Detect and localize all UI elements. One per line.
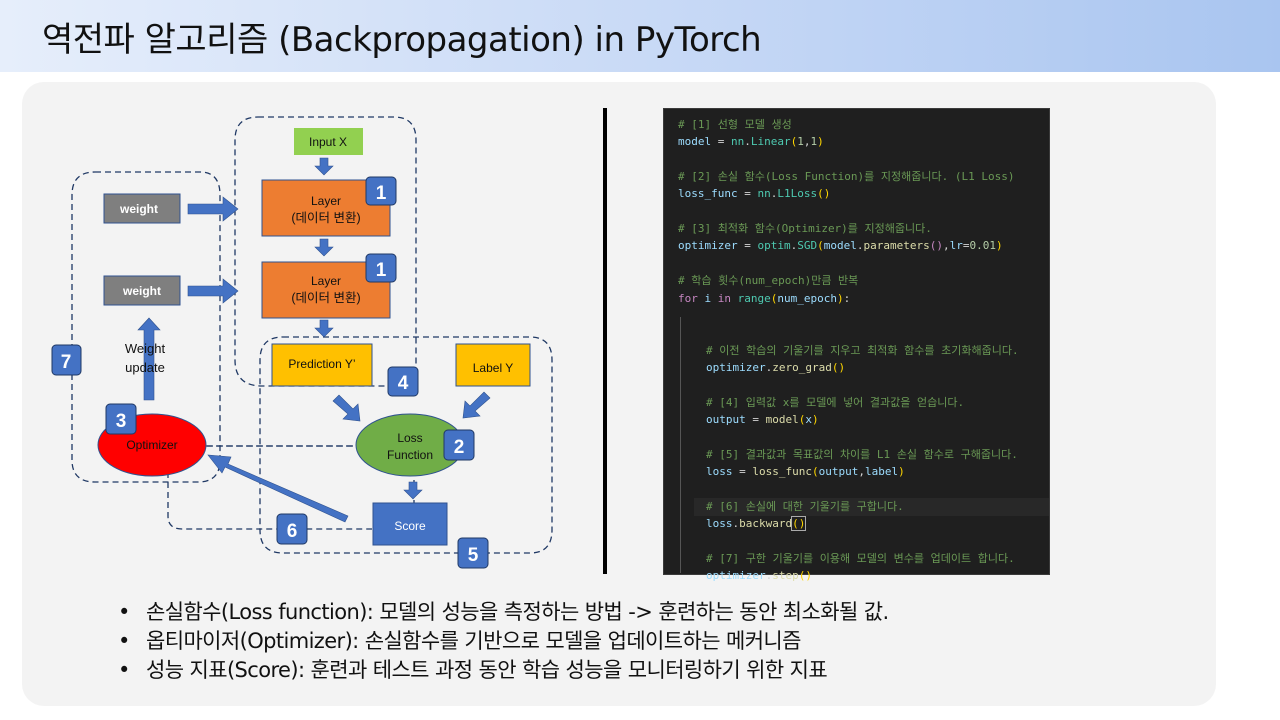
indent-guide xyxy=(680,317,681,573)
weight2-box xyxy=(103,275,181,306)
svg-text:5: 5 xyxy=(468,545,479,566)
code-line: output = model(x) xyxy=(706,412,819,426)
bullet-marker: • xyxy=(118,658,130,682)
bullet-text: 옵티마이저(Optimizer): 손실함수를 기반으로 모델을 업데이트하는 … xyxy=(146,629,801,653)
code-comment-line: # [7] 구한 기울기를 이용해 모델의 변수를 업데이트 합니다. xyxy=(706,551,1015,565)
code-comment-line: # [6] 손실에 대한 기울기를 구합니다. xyxy=(706,499,904,513)
arrow-layer2-to-prediction xyxy=(314,319,334,338)
loss-line2: Function xyxy=(387,448,433,462)
input-label: Input X xyxy=(309,135,347,149)
arrow-weight2-to-layer2 xyxy=(187,278,239,304)
badge-optimizer-group: 7 xyxy=(51,344,82,376)
code-line: optimizer.step() xyxy=(706,569,812,583)
bullet-marker: • xyxy=(118,629,130,653)
code-comment-line: # [5] 결과값과 목표값의 차이를 L1 손실 함수로 구해줍니다. xyxy=(706,447,1018,461)
code-comment-line: # [3] 최적화 함수(Optimizer)를 지정해줍니다. xyxy=(678,222,932,236)
code-line: model = nn.Linear(1,1) xyxy=(678,135,824,149)
badge-loss: 2 xyxy=(443,429,475,461)
vertical-divider xyxy=(603,108,607,574)
svg-text:6: 6 xyxy=(287,521,298,542)
code-line: loss.backward() xyxy=(706,516,807,532)
svg-text:7: 7 xyxy=(61,352,72,373)
slide-title: 역전파 알고리즘 (Backpropagation) in PyTorch xyxy=(42,20,762,60)
weight1-box xyxy=(103,193,181,224)
weight-update-line1: Weight xyxy=(125,341,166,356)
layer1-title: Layer xyxy=(311,194,341,208)
badge-forward-group: 4 xyxy=(387,366,419,397)
optimizer-label: Optimizer xyxy=(126,438,177,452)
bullet-marker: • xyxy=(118,600,130,624)
score-label: Score xyxy=(394,519,426,533)
svg-text:2: 2 xyxy=(454,437,465,458)
arrow-weight1-to-layer1 xyxy=(187,196,239,222)
bullet-text: 성능 지표(Score): 훈련과 테스트 과정 동안 학습 성능을 모니터링하… xyxy=(146,658,828,682)
weight2-label: weight xyxy=(122,284,161,298)
label-box xyxy=(455,343,531,387)
arrow-weight-update xyxy=(137,317,161,401)
backprop-diagram: Input X Layer (데이터 변환) Layer (데이터 변환) we… xyxy=(51,116,553,569)
group-optimizer-outline xyxy=(71,171,221,483)
layer1-subtitle: (데이터 변환) xyxy=(291,211,360,225)
arrow-layer1-to-layer2 xyxy=(314,238,334,257)
code-comment-line: # [4] 입력값 x를 모델에 넣어 결과값을 얻습니다. xyxy=(706,395,965,409)
code-editor: # [1] 선형 모델 생성 model = nn.Linear(1,1) # [2… xyxy=(663,108,1050,582)
svg-text:4: 4 xyxy=(398,373,409,394)
loss-line1: Loss xyxy=(397,431,422,445)
prediction-label: Prediction Y’ xyxy=(288,357,355,371)
title-bar: 역전파 알고리즘 (Backpropagation) in PyTorch xyxy=(0,0,1280,72)
badge-layer2: 1 xyxy=(365,253,397,283)
svg-text:1: 1 xyxy=(376,183,387,204)
arrow-label-to-loss xyxy=(462,391,491,419)
badge-optimizer: 3 xyxy=(105,403,137,435)
code-comment-line: # [1] 선형 모델 생성 xyxy=(678,118,792,131)
group-loss-outline xyxy=(259,336,553,554)
weight-update-line2: update xyxy=(125,360,165,375)
code-line: optimizer.zero_grad() xyxy=(706,360,846,374)
code-line: for i in range(num_epoch): xyxy=(678,291,851,305)
arrow-loss-to-score xyxy=(403,481,423,500)
current-line-highlight xyxy=(694,498,1049,516)
input-box xyxy=(294,128,363,155)
arrow-score-to-optimizer xyxy=(207,454,349,523)
code-line: loss_func = nn.L1Loss() xyxy=(678,187,831,201)
weight1-label: weight xyxy=(119,202,158,216)
arrow-prediction-to-loss xyxy=(332,394,361,422)
svg-text:3: 3 xyxy=(116,411,127,432)
code-comment-line: # [2] 손실 함수(Loss Function)를 지정해줍니다. (L1 … xyxy=(678,170,1015,184)
group-forward-outline xyxy=(234,116,417,387)
badge-loss-group: 5 xyxy=(457,537,489,569)
prediction-box xyxy=(271,343,373,387)
layer2-title: Layer xyxy=(311,274,341,288)
badge-score-to-optimizer: 6 xyxy=(276,513,308,545)
code-line: optimizer = optim.SGD(model.parameters()… xyxy=(678,239,1003,253)
label-y-label: Label Y xyxy=(473,361,513,375)
bullet-text: 손실함수(Loss function): 모델의 성능을 측정하는 방법 -> … xyxy=(146,600,889,624)
code-comment-line: # 학습 횟수(num_epoch)만큼 반복 xyxy=(678,274,859,288)
code-comment-line: # 이전 학습의 기울기를 지우고 최적화 함수를 초기화해줍니다. xyxy=(706,343,1019,357)
layer2-subtitle: (데이터 변환) xyxy=(291,291,360,305)
badge-layer1: 1 xyxy=(365,176,397,206)
svg-text:1: 1 xyxy=(376,260,387,281)
code-line: loss = loss_func(output,label) xyxy=(706,465,905,478)
score-box xyxy=(372,502,448,546)
arrow-input-to-layer1 xyxy=(314,157,334,176)
